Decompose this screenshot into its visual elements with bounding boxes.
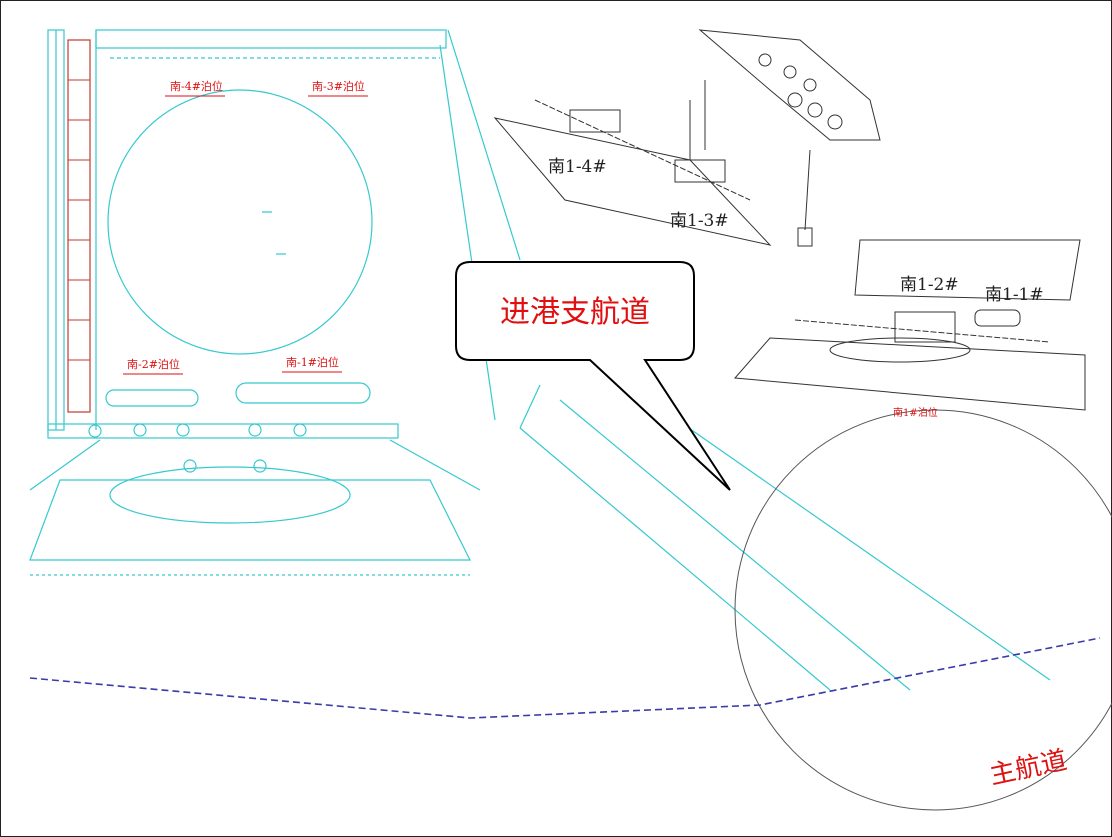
bollard <box>88 424 102 438</box>
lower-building <box>894 311 956 343</box>
channel-width-mark <box>519 384 541 429</box>
breakwater <box>698 29 881 231</box>
main-channel-label: 主航道 <box>987 745 1070 791</box>
basin-boundary-upper <box>447 29 521 261</box>
berth-label-3: 南-3#泊位 <box>312 79 365 93</box>
bollard <box>133 423 147 437</box>
label-s1-3: 南1-3# <box>670 211 729 231</box>
perspective-berths-lower <box>733 227 1086 411</box>
trestle-ellipse <box>109 466 351 524</box>
lower-deck <box>733 337 1086 411</box>
basin-boundary-lower <box>439 44 496 421</box>
upper-building <box>569 109 621 133</box>
berth-label-1: 南-1#泊位 <box>286 355 339 369</box>
approach-right <box>389 439 481 491</box>
mooring-ticks <box>68 79 90 361</box>
left-port-plan <box>29 29 521 576</box>
ship-berth-2 <box>105 389 199 407</box>
berth-label-2: 南-2#泊位 <box>127 357 180 371</box>
callout-bubble <box>455 261 731 491</box>
bollard <box>293 423 307 437</box>
approach-channel-lines <box>519 379 1051 691</box>
top-pier <box>95 29 447 49</box>
lower-chain <box>794 319 1051 343</box>
lower-post <box>797 227 813 247</box>
label-s1-2: 南1-2# <box>900 275 959 295</box>
base-polygon <box>29 479 471 561</box>
breakwater-pole <box>804 149 811 231</box>
turning-circle-left <box>107 89 373 355</box>
breakwater-body <box>698 29 881 141</box>
perspective-berths-upper <box>493 99 772 246</box>
berth-label-4: 南-4#泊位 <box>170 79 223 93</box>
bottom-pier <box>47 423 399 439</box>
upper-building <box>674 159 726 183</box>
lower-block <box>854 239 1081 301</box>
lower-ship-hull <box>829 337 971 363</box>
upper-chain <box>534 99 751 201</box>
upper-deck <box>493 117 772 246</box>
main-channel-line <box>29 637 1101 719</box>
bollard <box>253 459 267 473</box>
bollard <box>183 459 197 473</box>
approach-left <box>29 439 101 491</box>
bollard <box>176 423 190 437</box>
channel-edge <box>559 399 911 691</box>
bollard <box>248 423 262 437</box>
label-s1-1: 南1-1# <box>985 285 1044 305</box>
channel-edge <box>519 427 831 691</box>
turning-circle-right <box>734 409 1112 811</box>
label-s1-4: 南1-4# <box>548 157 607 177</box>
mooring-strip <box>67 39 91 413</box>
ship-berth-1 <box>235 382 371 404</box>
lower-ship <box>974 309 1021 327</box>
berth-label-right: 南1#泊位 <box>893 406 938 419</box>
callout-text: 进港支航道 <box>500 295 650 330</box>
